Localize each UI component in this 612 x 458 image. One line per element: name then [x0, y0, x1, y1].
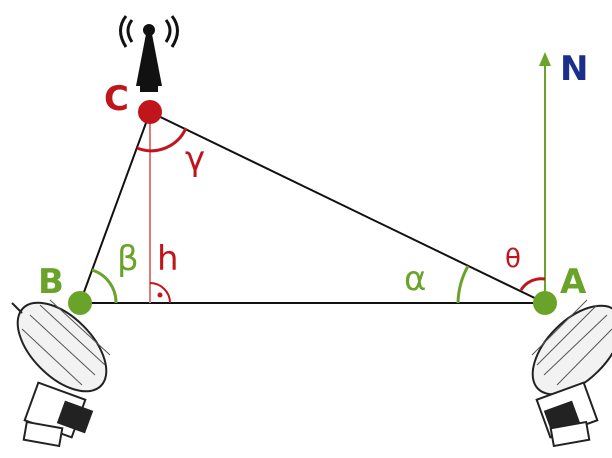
label-height: h [157, 239, 179, 279]
theta-arc [519, 277, 546, 291]
label-b: B [38, 262, 64, 302]
vertex-b [68, 291, 92, 315]
vertex-c [138, 100, 162, 124]
beta-arc [91, 268, 118, 304]
alpha-arc [456, 265, 470, 304]
right-angle-arc [149, 282, 171, 304]
edge-ac [149, 111, 546, 304]
gamma-arc [136, 127, 188, 153]
right-angle-dot [157, 292, 163, 298]
vertex-a [533, 291, 557, 315]
radio-tower-icon [119, 15, 179, 92]
label-alpha: α [404, 259, 426, 299]
label-gamma: γ [185, 139, 205, 179]
label-beta: β [117, 239, 139, 279]
satellite-dish-icon [531, 299, 612, 448]
label-north: N [560, 49, 588, 89]
edge-bc [79, 111, 151, 304]
label-a: A [560, 262, 587, 302]
label-c: C [104, 79, 129, 119]
label-theta: θ [505, 244, 521, 274]
satellite-dish-icon [11, 299, 111, 448]
north-arrow [539, 52, 551, 303]
